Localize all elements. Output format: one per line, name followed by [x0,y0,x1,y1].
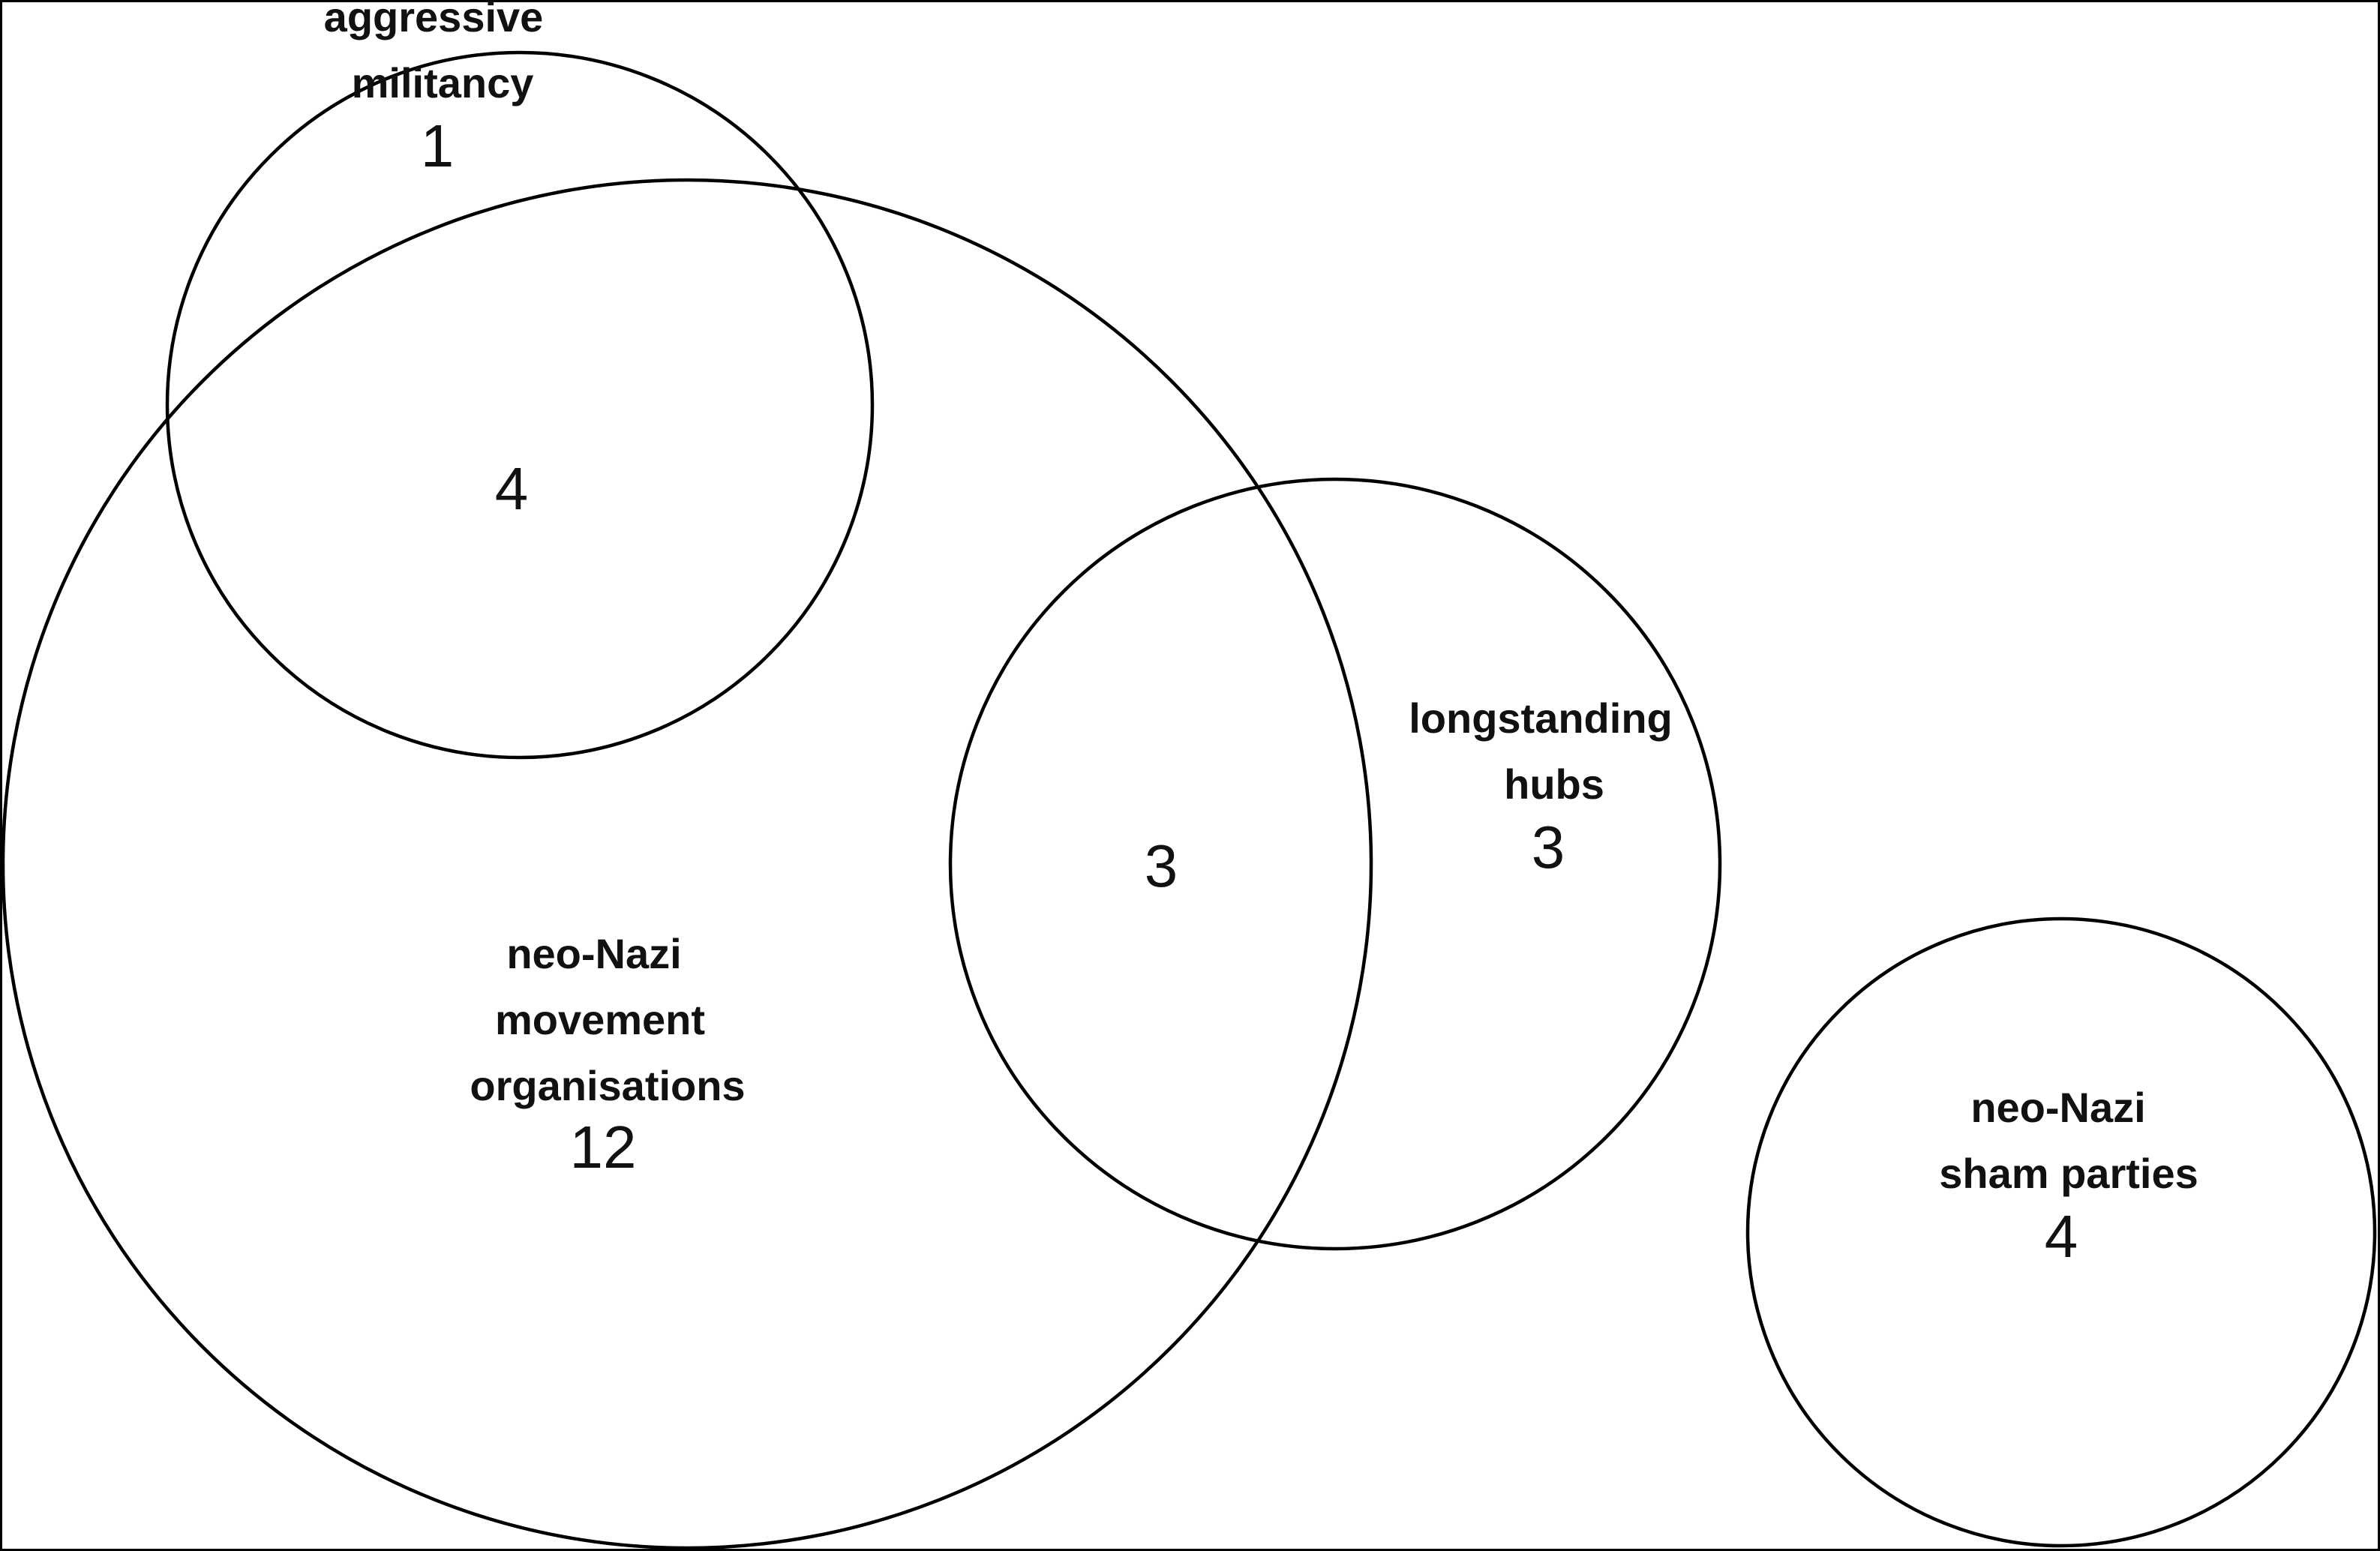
movement-hubs-intersection-count: 3 [1145,832,1178,899]
sham-parties-label-line-2: sham parties [1939,1150,2198,1197]
longstanding-hubs-count: 3 [1532,814,1565,880]
longstanding-hubs-label-line-2: hubs [1504,760,1604,808]
movement-organisations-label-line-1: neo-Nazi [506,930,681,977]
sham-parties-count: 4 [2045,1203,2078,1270]
longstanding-hubs-label-line-1: longstanding [1409,694,1673,742]
sham-parties-label-line-1: neo-Nazi [1970,1084,2145,1131]
circle-aggressive-militancy [165,50,875,760]
aggressive-militancy-count: 1 [421,112,455,179]
movement-organisations-count: 12 [570,1114,637,1180]
circle-longstanding-hubs [948,477,1722,1251]
circle-neo-nazi-movement-organisations [1,178,1373,1550]
circle-neo-nazi-sham-parties [1745,916,2377,1548]
movement-organisations-label-line-2: movement [495,996,705,1043]
aggressive-militancy-label-line-2: militancy [352,59,534,106]
movement-organisations-label-line-3: organisations [470,1062,745,1109]
militancy-movement-intersection-count: 4 [495,455,529,522]
aggressive-militancy-label-line-1: aggressive [324,0,544,40]
